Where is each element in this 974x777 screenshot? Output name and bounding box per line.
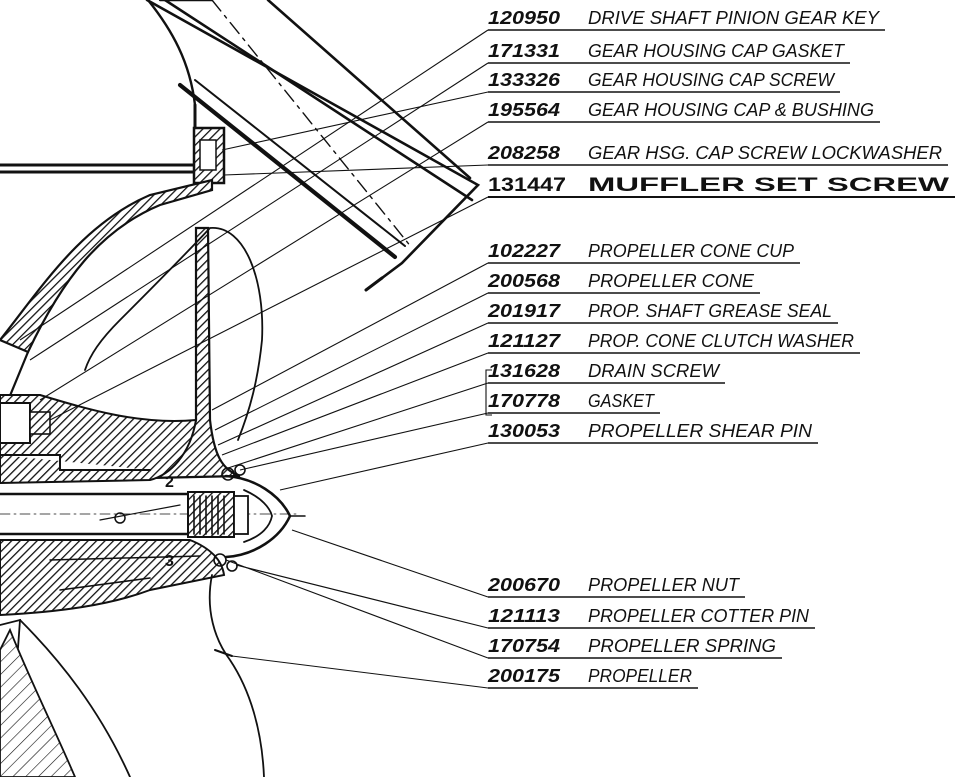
part-name: GEAR HOUSING CAP SCREW [588,70,836,90]
part-label-row: 120950 DRIVE SHAFT PINION GEAR KEY [488,8,885,31]
lower-housing-shell [0,178,214,354]
part-number: 195564 [488,100,560,120]
part-label-row: 121127 PROP. CONE CLUTCH WASHER [488,331,860,354]
part-number: 201917 [487,301,561,321]
part-name: GEAR HSG. CAP SCREW LOCKWASHER [588,143,942,163]
propeller-hub-lower [0,539,226,617]
upper-housing-fin [146,0,214,107]
part-label-row: 171331 GEAR HOUSING CAP GASKET [488,41,850,64]
part-number: 170754 [488,636,560,656]
part-label-row: 200670 PROPELLER NUT [487,575,745,598]
part-number: 208258 [487,143,560,163]
part-label-row: 200568 PROPELLER CONE [487,271,760,294]
svg-text:3: 3 [165,553,174,570]
muffler-tube [145,0,481,292]
part-name: GEAR HOUSING CAP GASKET [588,41,846,61]
part-number: 131447 [488,175,566,196]
part-label-row: 131447 MUFFLER SET SCREW [488,175,955,198]
part-number: 130053 [488,421,560,441]
part-number: 131628 [488,361,560,381]
part-number: 200670 [487,575,560,595]
part-name: GASKET [588,391,656,411]
part-number: 120950 [488,8,560,28]
part-name: PROPELLER [588,666,692,686]
part-name: PROPELLER NUT [588,575,741,595]
part-name: PROPELLER CONE CUP [588,241,794,261]
part-name: MUFFLER SET SCREW [588,175,949,196]
part-label-row: 170754 PROPELLER SPRING [488,636,782,659]
part-number: 133326 [488,70,561,90]
propeller-blade-upper [84,227,264,441]
part-name: PROPELLER COTTER PIN [588,606,810,626]
part-label-row: 201917 PROP. SHAFT GREASE SEAL [487,301,838,324]
part-label-row: 121113 PROPELLER COTTER PIN [488,606,815,629]
part-name: PROPELLER SHEAR PIN [588,421,813,441]
part-number: 200175 [487,666,561,686]
part-label-row: 130053 PROPELLER SHEAR PIN [488,421,818,444]
part-label-row: 200175 PROPELLER [487,666,698,689]
part-label-row: 208258 GEAR HSG. CAP SCREW LOCKWASHER [487,143,948,166]
part-label-row: 131628 DRAIN SCREW [488,361,725,384]
part-name: PROP. CONE CLUTCH WASHER [588,331,854,351]
leader-lines [19,29,492,689]
part-number: 171331 [488,41,560,61]
part-label-row: 195564 GEAR HOUSING CAP & BUSHING [488,100,880,123]
part-label-row: 170778 GASKET [488,391,660,414]
gearcase-drawing: 2 3 [0,0,481,777]
part-name: GEAR HOUSING CAP & BUSHING [588,100,874,120]
part-number: 121127 [488,331,561,351]
part-name: PROPELLER SPRING [588,636,776,656]
propeller-shaft [0,492,192,536]
part-label-row: 102227 PROPELLER CONE CUP [488,241,800,264]
part-name: PROPELLER CONE [588,271,755,291]
part-name: PROP. SHAFT GREASE SEAL [588,301,832,321]
part-number: 170778 [488,391,560,411]
cavitation-plate [0,103,207,174]
svg-text:2: 2 [165,474,174,491]
part-number: 102227 [488,241,561,261]
part-number: 121113 [488,606,560,626]
propeller-blade-lower [208,574,265,777]
part-number: 200568 [487,271,560,291]
part-name: DRIVE SHAFT PINION GEAR KEY [588,8,881,28]
part-label-row: 133326 GEAR HOUSING CAP SCREW [488,70,840,93]
part-name: DRAIN SCREW [588,361,721,381]
cone-cup [187,491,235,538]
